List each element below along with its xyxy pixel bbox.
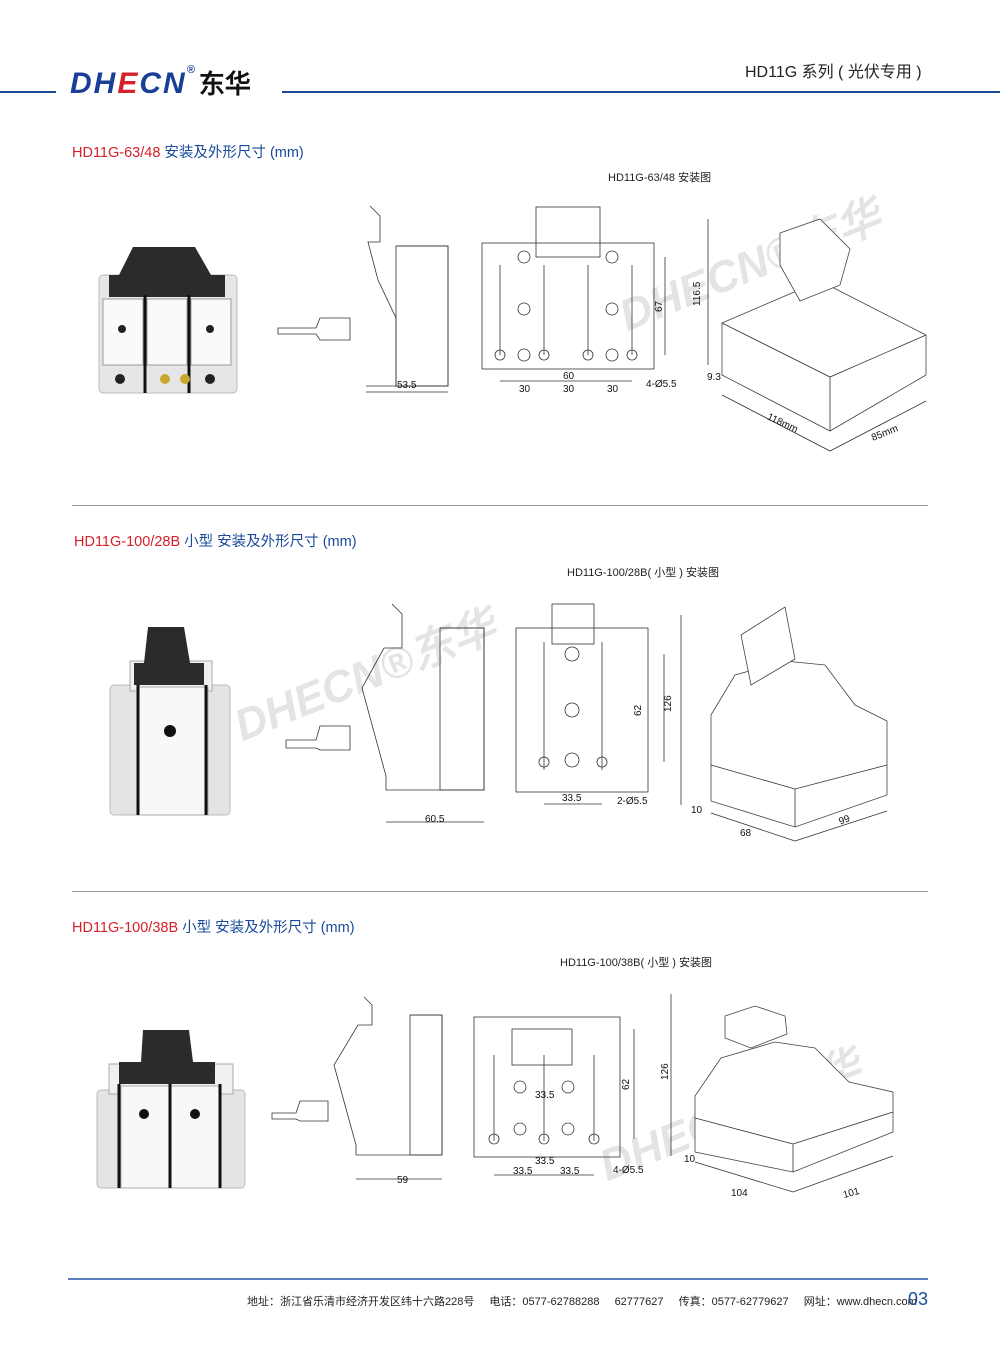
dim-side-depth: 53.5 [397,380,417,391]
product-photo-63-48 [98,247,238,394]
dim-front-total: 60 [563,371,575,382]
footer-rule [68,1278,928,1280]
side-view-drawing [277,205,449,393]
dim-bottom-a: 33.5 [513,1166,533,1177]
front-view-drawing [515,603,665,805]
section-title-100-38b: HD11G-100/38B 小型 安装及外形尺寸 (mm) [72,920,355,936]
front-view-drawing [481,206,666,382]
dim-bottom-b: 33.5 [560,1166,580,1177]
dim-front-height: 62 [621,1078,632,1090]
dim-front-width: 33.5 [562,793,582,804]
iso-view-drawing [670,994,894,1193]
footer-phone2: 62777627 [614,1296,664,1308]
footer-contact: 地址：浙江省乐清市经济开发区纬十六路228号 电话：0577-62788288 … [247,1293,929,1309]
dim-mid-width: 33.5 [535,1156,555,1167]
drawing-caption: HD11G-100/38B( 小型 ) 安装图 [560,957,713,969]
footer-address: 地址：浙江省乐清市经济开发区纬十六路228号 [247,1296,475,1308]
side-view-drawing [271,996,443,1180]
dim-front-height: 62 [633,704,644,716]
dim-length: 104 [731,1188,748,1199]
series-title: HD11G 系列 ( 光伏专用 ) [745,64,922,81]
dim-height: 116.5 [692,281,703,306]
drawing-caption: HD11G-100/28B( 小型 ) 安装图 [567,567,720,579]
iso-view-drawing [680,606,888,842]
dim-base: 10 [691,805,703,816]
dim-top-width: 33.5 [535,1090,555,1101]
front-view-drawing [473,1016,635,1176]
dim-height: 126 [660,1063,671,1080]
dim-holes: 4-Ø5.5 [613,1165,644,1176]
footer-website: 网址：www.dhecn.com [803,1296,917,1308]
dim-base: 10 [684,1154,696,1165]
section-divider [72,891,928,892]
drawing-caption: HD11G-63/48 安装图 [608,172,712,184]
page-number: 03 [908,1289,929,1309]
dim-front-c: 30 [607,384,619,395]
section-title-100-28b: HD11G-100/28B 小型 安装及外形尺寸 (mm) [74,534,357,550]
header-rule-right [282,91,1000,93]
footer-phone: 电话：0577-62788288 [489,1296,600,1308]
dim-front-a: 30 [519,384,531,395]
side-view-drawing [285,603,485,823]
brand-logo: DHECN®东华 [70,64,251,100]
dim-height: 126 [663,695,674,712]
dim-front-b: 30 [563,384,575,395]
dim-holes: 2-Ø5.5 [617,796,648,807]
header-rule-left [0,91,56,93]
dim-base: 9.3 [707,372,721,383]
dim-length: 68 [740,828,752,839]
product-photo-100-38b [96,1030,246,1189]
section-title-63-48: HD11G-63/48 安装及外形尺寸 (mm) [72,145,304,161]
section-divider [72,505,928,506]
dim-front-height: 67 [654,300,665,312]
dim-side-depth: 59 [397,1175,409,1186]
footer-fax: 传真：0577-62779627 [678,1296,789,1308]
product-photo-100-28b [109,627,231,816]
dim-holes: 4-Ø5.5 [646,379,677,390]
iso-view-drawing [707,218,927,452]
dim-side-depth: 60.5 [425,814,445,825]
